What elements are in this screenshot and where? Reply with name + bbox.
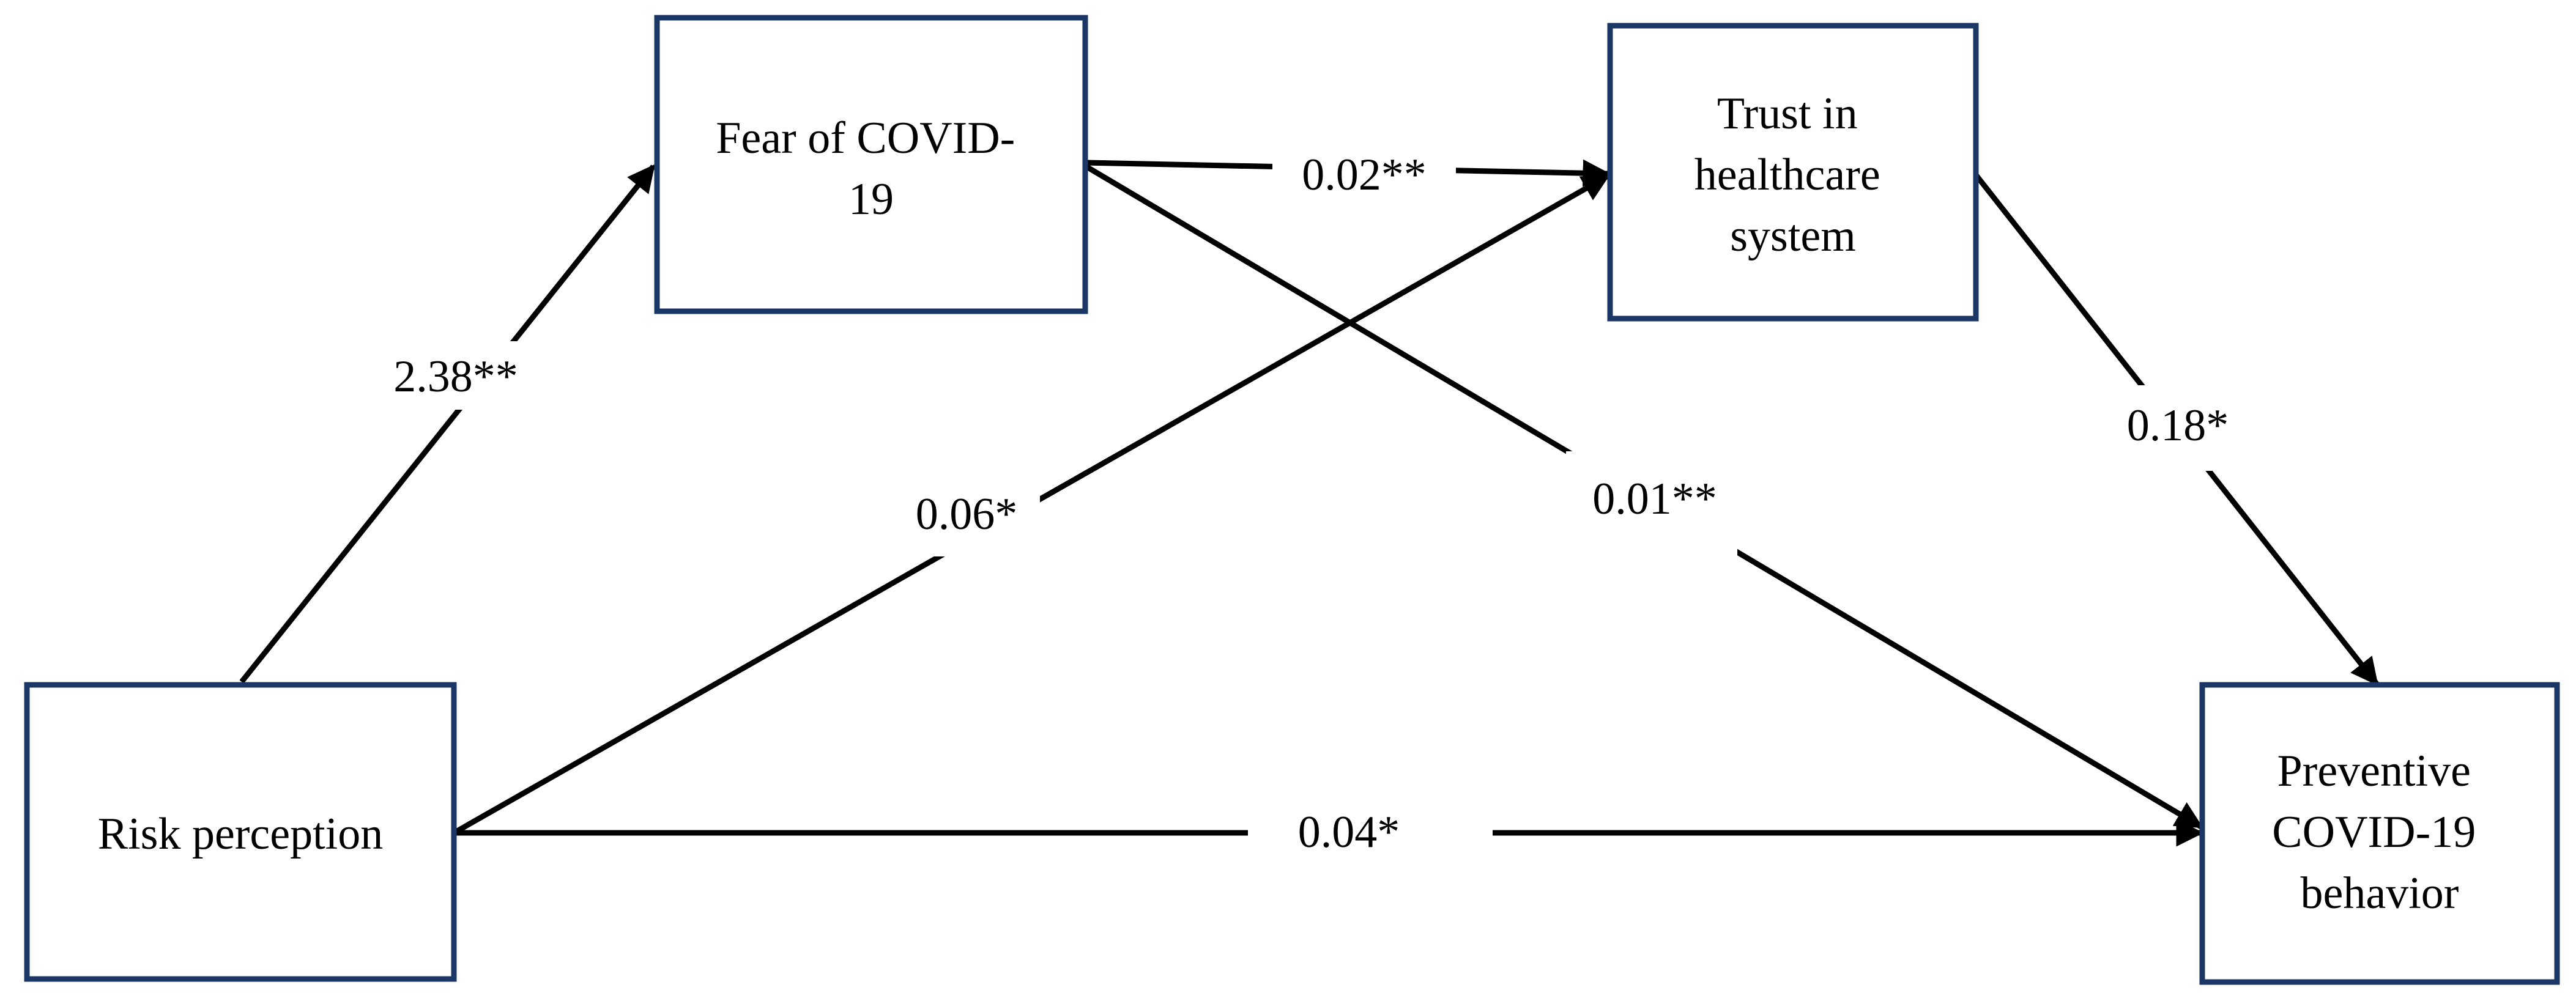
preventive-line-1: Preventive <box>2277 746 2471 796</box>
svg-text:Fear of COVID- 19: Fear of COVID- 19 <box>716 113 1026 224</box>
node-preventive-behavior: Preventive COVID-19 behavior <box>2199 682 2560 985</box>
risk-line-1: Risk perception <box>98 809 384 859</box>
node-risk-perception: Risk perception <box>24 682 457 982</box>
trust-line-2: healthcare <box>1694 150 1880 200</box>
preventive-line-2: COVID-19 <box>2272 807 2476 857</box>
label-fear-to-preventive: 0.01** <box>1592 474 1717 524</box>
edge-risk-to-fear <box>239 164 656 684</box>
svg-text:Trust in healthcare: Trust in healthcare system <box>1694 89 1892 261</box>
label-risk-to-trust: 0.06* <box>916 489 1018 539</box>
label-fear-to-trust: 0.02** <box>1302 150 1427 200</box>
svg-text:Preventive COVID-19: Preventive COVID-19 behavior <box>2272 746 2487 918</box>
fear-line-1: Fear of COVID- <box>716 113 1015 163</box>
trust-line-3: system <box>1730 211 1856 261</box>
edge-labels: 2.38** 0.02** 0.06* 0.01** 0.18* 0.04* <box>367 139 2251 868</box>
label-trust-to-preventive: 0.18* <box>2127 401 2229 451</box>
trust-line-1: Trust in <box>1717 89 1858 139</box>
node-fear-of-covid: Fear of COVID- 19 <box>654 15 1088 314</box>
preventive-line-3: behavior <box>2301 868 2459 918</box>
svg-text:Risk perception: Risk perception <box>98 809 384 859</box>
node-trust-in-healthcare: Trust in healthcare system <box>1607 23 1979 322</box>
label-risk-to-fear: 2.38** <box>393 352 518 402</box>
edges <box>239 159 2379 847</box>
fear-line-2: 19 <box>848 174 894 224</box>
label-risk-to-preventive: 0.04* <box>1298 807 1400 857</box>
